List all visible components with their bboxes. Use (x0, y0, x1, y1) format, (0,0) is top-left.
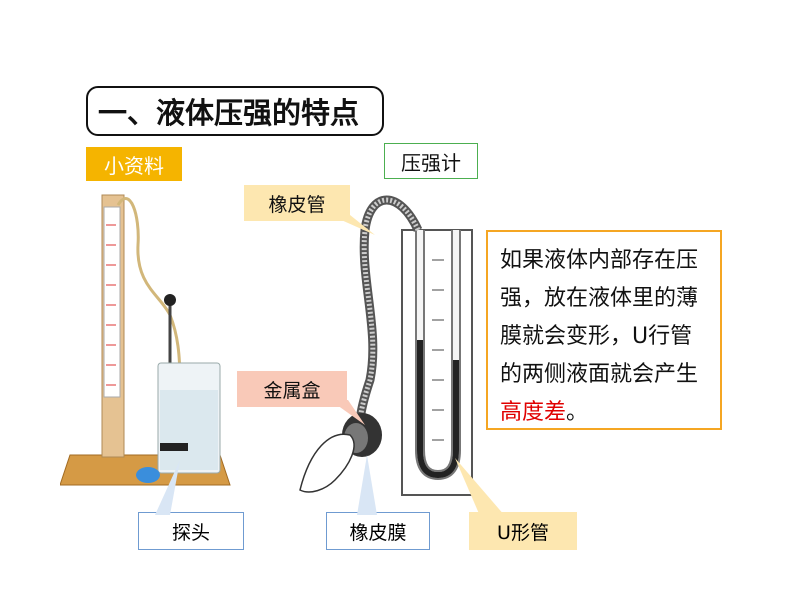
rubber-tube-label: 橡皮管 (268, 193, 326, 216)
u-tube-gauge-diagram (299, 195, 473, 496)
info-box: 如果液体内部存在压强，放在液体里的薄膜就会变形，U行管的两侧液面就会产生高度差。 (486, 230, 722, 430)
u-tube-label: U形管 (497, 521, 549, 544)
page-title: 一、液体压强的特点 (86, 86, 384, 136)
page-title-text: 一、液体压强的特点 (98, 96, 360, 130)
rubber-membrane-label: 橡皮膜 (349, 521, 407, 544)
rubber-membrane-pointer (357, 455, 377, 515)
rubber-tube-pointer (330, 215, 375, 235)
metal-box-label: 金属盒 (263, 379, 321, 402)
info-end: 。 (566, 400, 589, 425)
u-tube-callout: U形管 (469, 512, 577, 550)
metal-box-pointer (330, 400, 365, 425)
rubber-membrane-callout: 橡皮膜 (326, 512, 430, 550)
u-tube-pointer (455, 458, 505, 516)
metal-box-callout: 金属盒 (237, 371, 347, 407)
probe-pointer (155, 460, 180, 515)
info-text: 如果液体内部存在压强，放在液体里的薄膜就会变形，U行管的两侧液面就会产生 (500, 248, 699, 387)
pressure-gauge-label: 压强计 (384, 143, 478, 179)
pressure-gauge-apparatus-photo (60, 194, 231, 486)
probe-label: 探头 (171, 521, 210, 544)
reference-tag: 小资料 (86, 147, 182, 181)
info-highlight: 高度差 (500, 400, 567, 425)
probe-callout: 探头 (138, 512, 244, 550)
